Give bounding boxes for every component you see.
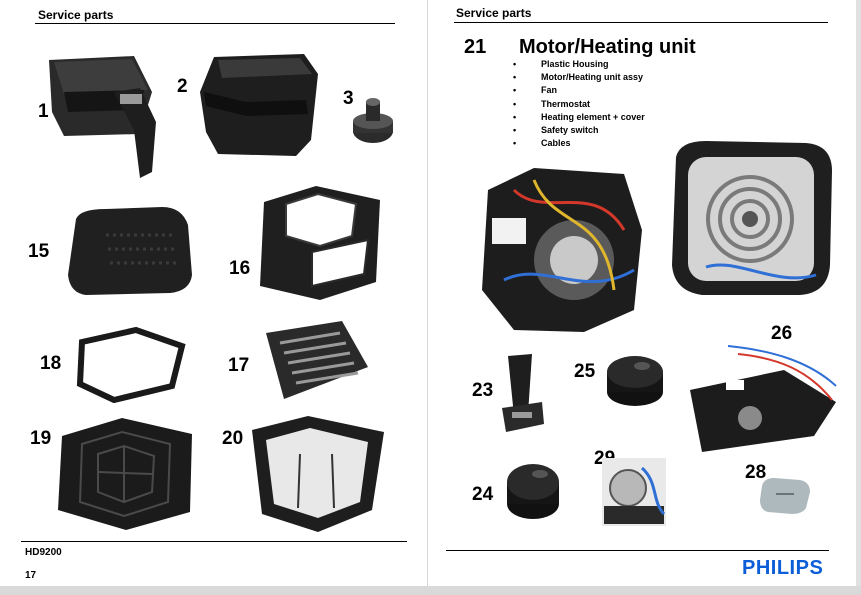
- part-number-18: 18: [40, 353, 62, 374]
- part-number-28: 28: [745, 462, 767, 483]
- round-knob-icon: [604, 352, 666, 410]
- cover-icon: [66, 205, 194, 297]
- part-number-23: 23: [472, 380, 494, 401]
- button-cap-icon: [758, 476, 812, 516]
- list-item: Thermostat: [513, 98, 645, 111]
- basket-icon: [44, 52, 159, 180]
- part-number-26: 26: [771, 323, 793, 344]
- page-number: 17: [25, 570, 37, 581]
- motor-unit-top-icon: [474, 160, 646, 335]
- page-divider: [427, 0, 428, 595]
- right-page: Service parts 21 Motor/Heating unit Plas…: [428, 0, 861, 595]
- knob-icon: [350, 97, 396, 145]
- part-number-3: 3: [343, 88, 354, 109]
- control-board-icon: [688, 340, 838, 456]
- unit-parts-list: Plastic Housing Motor/Heating unit assy …: [513, 58, 645, 151]
- housing-frame-icon: [256, 182, 384, 302]
- section-title: Service parts: [456, 6, 532, 20]
- part-number-20: 20: [222, 428, 244, 449]
- pan-icon: [196, 52, 321, 158]
- bottom-strip: [0, 586, 861, 595]
- brand-logo: PHILIPS: [742, 557, 824, 579]
- part-number-15: 15: [28, 241, 50, 262]
- heating-element-icon: [666, 137, 836, 299]
- unit-number: 21: [464, 36, 487, 58]
- list-item: Fan: [513, 84, 645, 97]
- inner-pan-icon: [248, 414, 386, 534]
- grille-icon: [258, 317, 370, 401]
- section-title: Service parts: [38, 8, 114, 22]
- footer-rule: [446, 550, 829, 551]
- footer-rule: [21, 541, 407, 542]
- list-item: Plastic Housing: [513, 58, 645, 71]
- bottom-plate-icon: [52, 414, 198, 532]
- handle-part-icon: [498, 352, 548, 434]
- page-edge: [856, 0, 861, 595]
- part-number-24: 24: [472, 484, 494, 505]
- part-number-1: 1: [38, 101, 49, 122]
- part-number-2: 2: [177, 76, 188, 97]
- safety-switch-icon: [602, 458, 666, 526]
- part-number-25: 25: [574, 361, 596, 382]
- gasket-ring-icon: [76, 326, 186, 403]
- list-item: Motor/Heating unit assy: [513, 71, 645, 84]
- title-rule: [35, 23, 395, 24]
- unit-title: Motor/Heating unit: [519, 36, 696, 58]
- list-item: Cables: [513, 137, 645, 150]
- part-number-17: 17: [228, 355, 250, 376]
- part-number-19: 19: [30, 428, 52, 449]
- left-page: Service parts 1 2 3 15: [0, 0, 428, 595]
- title-rule: [454, 22, 828, 23]
- list-item: Safety switch: [513, 124, 645, 137]
- round-knob-icon: [504, 458, 562, 522]
- part-number-16: 16: [229, 258, 251, 279]
- model-number: HD9200: [25, 547, 62, 558]
- list-item: Heating element + cover: [513, 111, 645, 124]
